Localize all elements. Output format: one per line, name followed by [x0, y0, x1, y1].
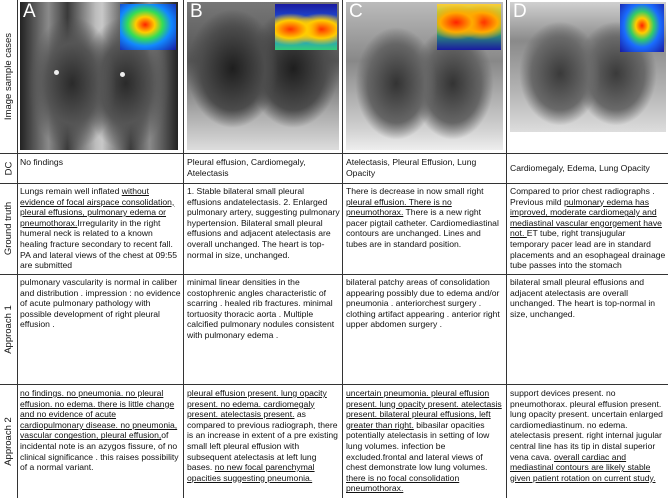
text-segment: as compared to previous radiograph, ther…: [187, 409, 338, 473]
electrode-marker: [120, 72, 125, 77]
text-segment: pulmonary vascularity is normal in calib…: [20, 277, 181, 330]
text-segment: bibasilar opacities potentially atelecta…: [346, 419, 490, 473]
col-divider: [342, 0, 343, 498]
text-segment: support devices present. no pneumothorax…: [510, 388, 663, 462]
row-divider: [0, 153, 668, 154]
approach2-cell-c: uncertain pneumonia. pleural effusion pr…: [346, 388, 503, 497]
ground-truth-cell-a: Lungs remain well inflated without evide…: [20, 186, 181, 272]
ground-truth-cell-b: 1. Stable bilateral small pleural effusi…: [187, 186, 340, 272]
row-label-approach2: Approach 2: [3, 416, 14, 466]
row-label-images: Image sample cases: [3, 32, 14, 121]
row-divider: [0, 183, 668, 184]
heatmap-overlay: [620, 4, 664, 52]
underlined-text-segment: pleural effusion. There is no pneumothor…: [346, 196, 452, 218]
underlined-text-segment: without evidence of focal airspace conso…: [20, 186, 175, 228]
text-segment: Lungs remain well inflated: [20, 186, 122, 196]
approach2-cell-b: pleural effusion present. lung opacity p…: [187, 388, 340, 497]
underlined-text-segment: pulmonary edema has improved, moderate c…: [510, 196, 662, 239]
electrode-marker: [54, 70, 59, 75]
underlined-text-segment: overall cardiac and mediastinal contours…: [510, 451, 656, 483]
heatmap-overlay: [437, 4, 501, 50]
row-label-approach1: Approach 1: [3, 304, 14, 354]
underlined-text-segment: no new focal parenchymal opacities sugge…: [187, 462, 315, 483]
text-segment: bilateral small pleural effusions and ad…: [510, 277, 656, 319]
case-letter: C: [349, 2, 363, 22]
dc-cell-d: Cardiomegaly, Edema, Lung Opacity: [510, 163, 650, 173]
xray-image-c: C: [346, 2, 503, 150]
row-label-dc: DC: [2, 161, 14, 175]
col-divider: [183, 0, 184, 498]
dc-cell-b: Pleural effusion, Cardiomegaly, Atelecta…: [187, 157, 306, 178]
row-divider: [0, 384, 668, 385]
text-segment: Compared to prior chest radiographs . Pr…: [510, 186, 655, 207]
ground-truth-cell-c: There is decrease in now small right ple…: [346, 186, 503, 272]
approach1-cell-a: pulmonary vascularity is normal in calib…: [20, 277, 181, 381]
row-divider: [0, 274, 668, 275]
dc-cell-c: Atelectasis, Pleural Effusion, Lung Opac…: [346, 157, 477, 178]
text-segment: Irregularity in the right humeral neck i…: [20, 217, 178, 271]
underlined-text-segment: uncertain pneumonia. pleural effusion pr…: [346, 388, 502, 430]
heatmap-overlay: [275, 4, 337, 50]
case-letter: A: [23, 2, 36, 22]
ground-truth-cell-d: Compared to prior chest radiographs . Pr…: [510, 186, 666, 272]
text-segment: 1. Stable bilateral small pleural effusi…: [187, 186, 340, 260]
text-segment: of incidental note is an azygos fissure,…: [20, 430, 179, 473]
xray-image-b: B: [187, 2, 339, 150]
underlined-text-segment: no findings. no pneumonia. no pleural ef…: [20, 388, 178, 441]
text-segment: ET tube, right transjugular temporary pa…: [510, 228, 666, 271]
heatmap-overlay: [120, 4, 176, 50]
underlined-text-segment: there is no focal consolidation pneumoth…: [346, 472, 460, 494]
text-segment: There is decrease in now small right: [346, 186, 484, 196]
xray-image-d: D: [510, 2, 666, 132]
col-divider: [17, 0, 18, 498]
approach1-cell-d: bilateral small pleural effusions and ad…: [510, 277, 666, 381]
text-segment: There is a new right pacer pigtail cathe…: [346, 207, 499, 249]
case-letter: B: [190, 2, 203, 22]
approach2-cell-a: no findings. no pneumonia. no pleural ef…: [20, 388, 181, 497]
underlined-text-segment: pleural effusion present. lung opacity p…: [187, 388, 327, 420]
row-label-ground-truth: Ground truth: [3, 201, 14, 256]
text-segment: bilateral patchy areas of consolidation …: [346, 277, 500, 330]
approach1-cell-c: bilateral patchy areas of consolidation …: [346, 277, 503, 381]
case-letter: D: [513, 2, 527, 22]
approach2-cell-d: support devices present. no pneumothorax…: [510, 388, 666, 497]
col-divider: [506, 0, 507, 498]
approach1-cell-b: minimal linear densities in the costophr…: [187, 277, 340, 381]
dc-cell-a: No findings: [20, 157, 63, 167]
text-segment: minimal linear densities in the costophr…: [187, 277, 335, 340]
xray-image-a: A: [20, 2, 178, 150]
